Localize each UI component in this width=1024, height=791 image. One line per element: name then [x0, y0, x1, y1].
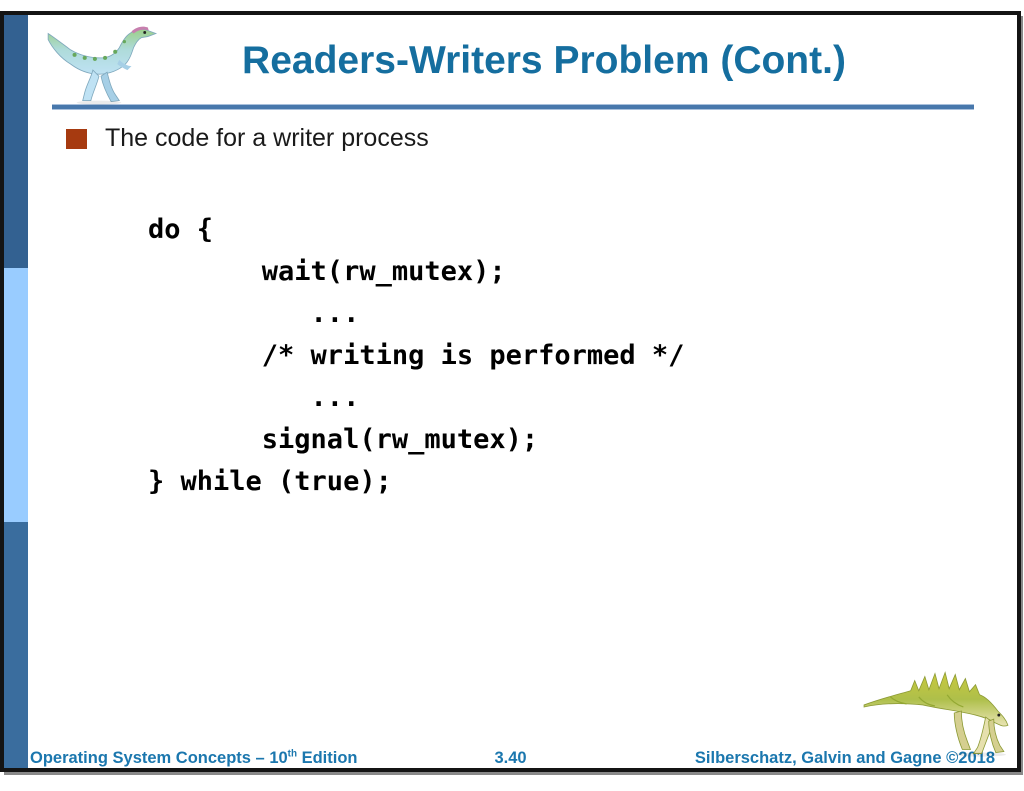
sidebar-band-bottom [4, 522, 28, 768]
title-underline [52, 104, 974, 110]
footer-book-title: Operating System Concepts – 10th Edition [30, 749, 358, 768]
sidebar-band-top [4, 15, 28, 268]
page-title: Readers-Writers Problem (Cont.) [242, 39, 846, 82]
dinosaur-icon [863, 671, 1009, 757]
sidebar-band-middle [4, 268, 28, 522]
footer-page-number: 3.40 [494, 749, 527, 767]
footer-authors: Silberschatz, Galvin and Gagne ©2018 [694, 749, 995, 767]
dinosaur-icon [47, 26, 158, 105]
sidebar-stripe [4, 15, 28, 768]
slide: Readers-Writers Problem (Cont.) [0, 11, 1021, 772]
bullet-text: The code for a writer process [105, 124, 429, 152]
code-block: do { wait(rw_mutex); ... /* writing is p… [148, 214, 685, 497]
footer-edition-text: Edition [297, 749, 358, 767]
footer-edition-superscript: th [287, 748, 297, 760]
bullet-marker [66, 129, 87, 149]
footer-book-title-text: Operating System Concepts – 10 [30, 749, 288, 767]
